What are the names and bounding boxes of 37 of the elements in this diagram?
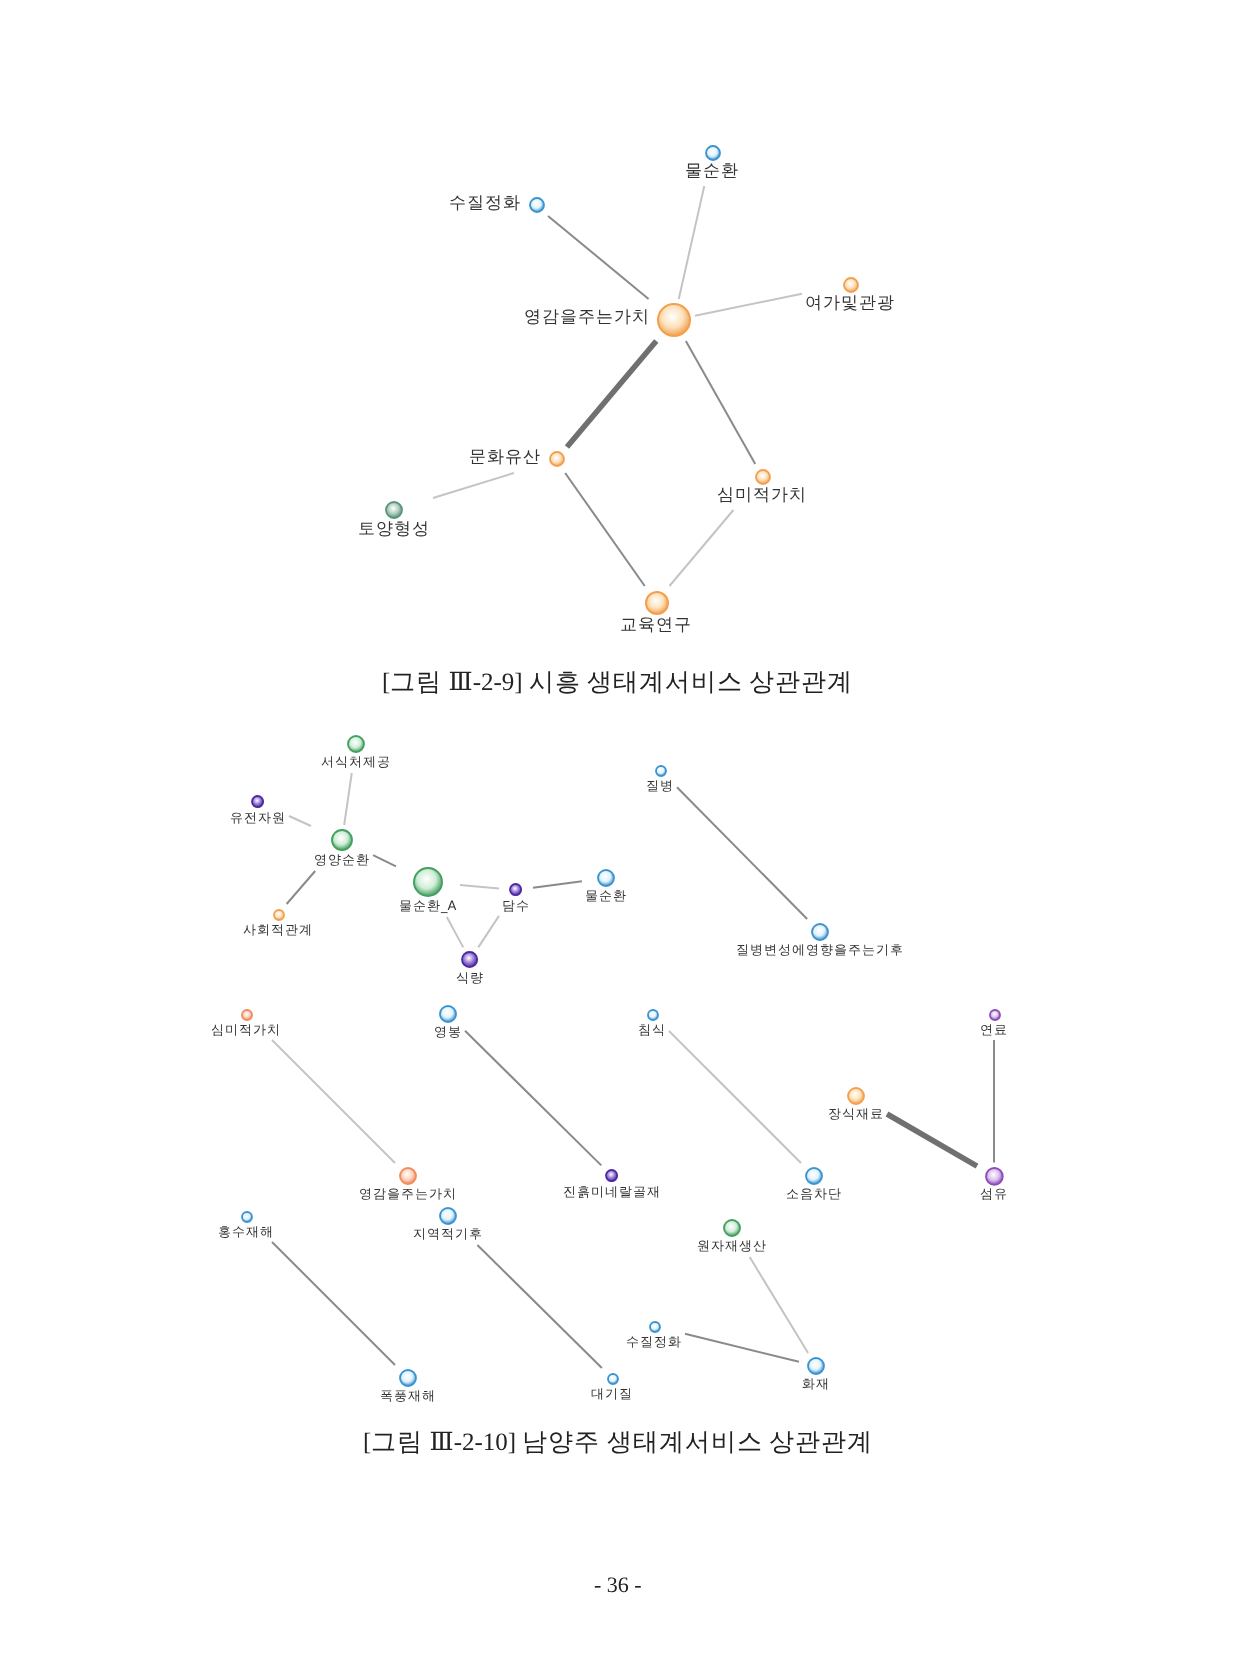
connector-line [668,509,735,587]
connector-line [372,854,397,868]
node-label: 물순환 [685,163,739,183]
node-label: 교육연구 [620,617,692,637]
connector-line [271,1241,396,1366]
node-label: 토양형성 [358,522,430,542]
connector-line [748,1256,810,1354]
connector-line [476,1244,603,1369]
connector-line [993,1039,995,1164]
figure-caption: [그림 Ⅲ-2-10] 남양주 생태계서비스 상관관계 [363,1425,873,1459]
connector-line [694,292,803,317]
connector-line [684,340,757,465]
connector-line [445,916,465,949]
connector-line [271,1039,396,1164]
node-label: 심미적가치 [717,487,807,507]
node-label: 문화유산 [469,450,541,470]
connector-line [464,1029,603,1167]
connector-line [668,1030,802,1164]
page-number: - 36 - [594,1574,642,1598]
connector-line [532,880,583,889]
connector-line [677,185,706,300]
connector-line [288,815,312,827]
node-label: 여가및관광 [805,295,895,315]
connector-line [564,339,659,449]
connector-line [684,1332,800,1363]
connector-line [343,772,353,826]
node-label: 수질정화 [449,196,521,216]
connector-line [459,883,500,890]
node-label: 영감을주는가치 [524,310,650,330]
connector-line [564,472,646,587]
connector-line [432,472,515,499]
figure-caption: [그림 Ⅲ-2-9] 시흥 생태계서비스 상관관계 [382,665,854,699]
connector-line [285,870,317,905]
connector-line [547,214,650,300]
connector-line [477,914,500,949]
connector-line [676,786,809,920]
connector-line [885,1111,979,1169]
